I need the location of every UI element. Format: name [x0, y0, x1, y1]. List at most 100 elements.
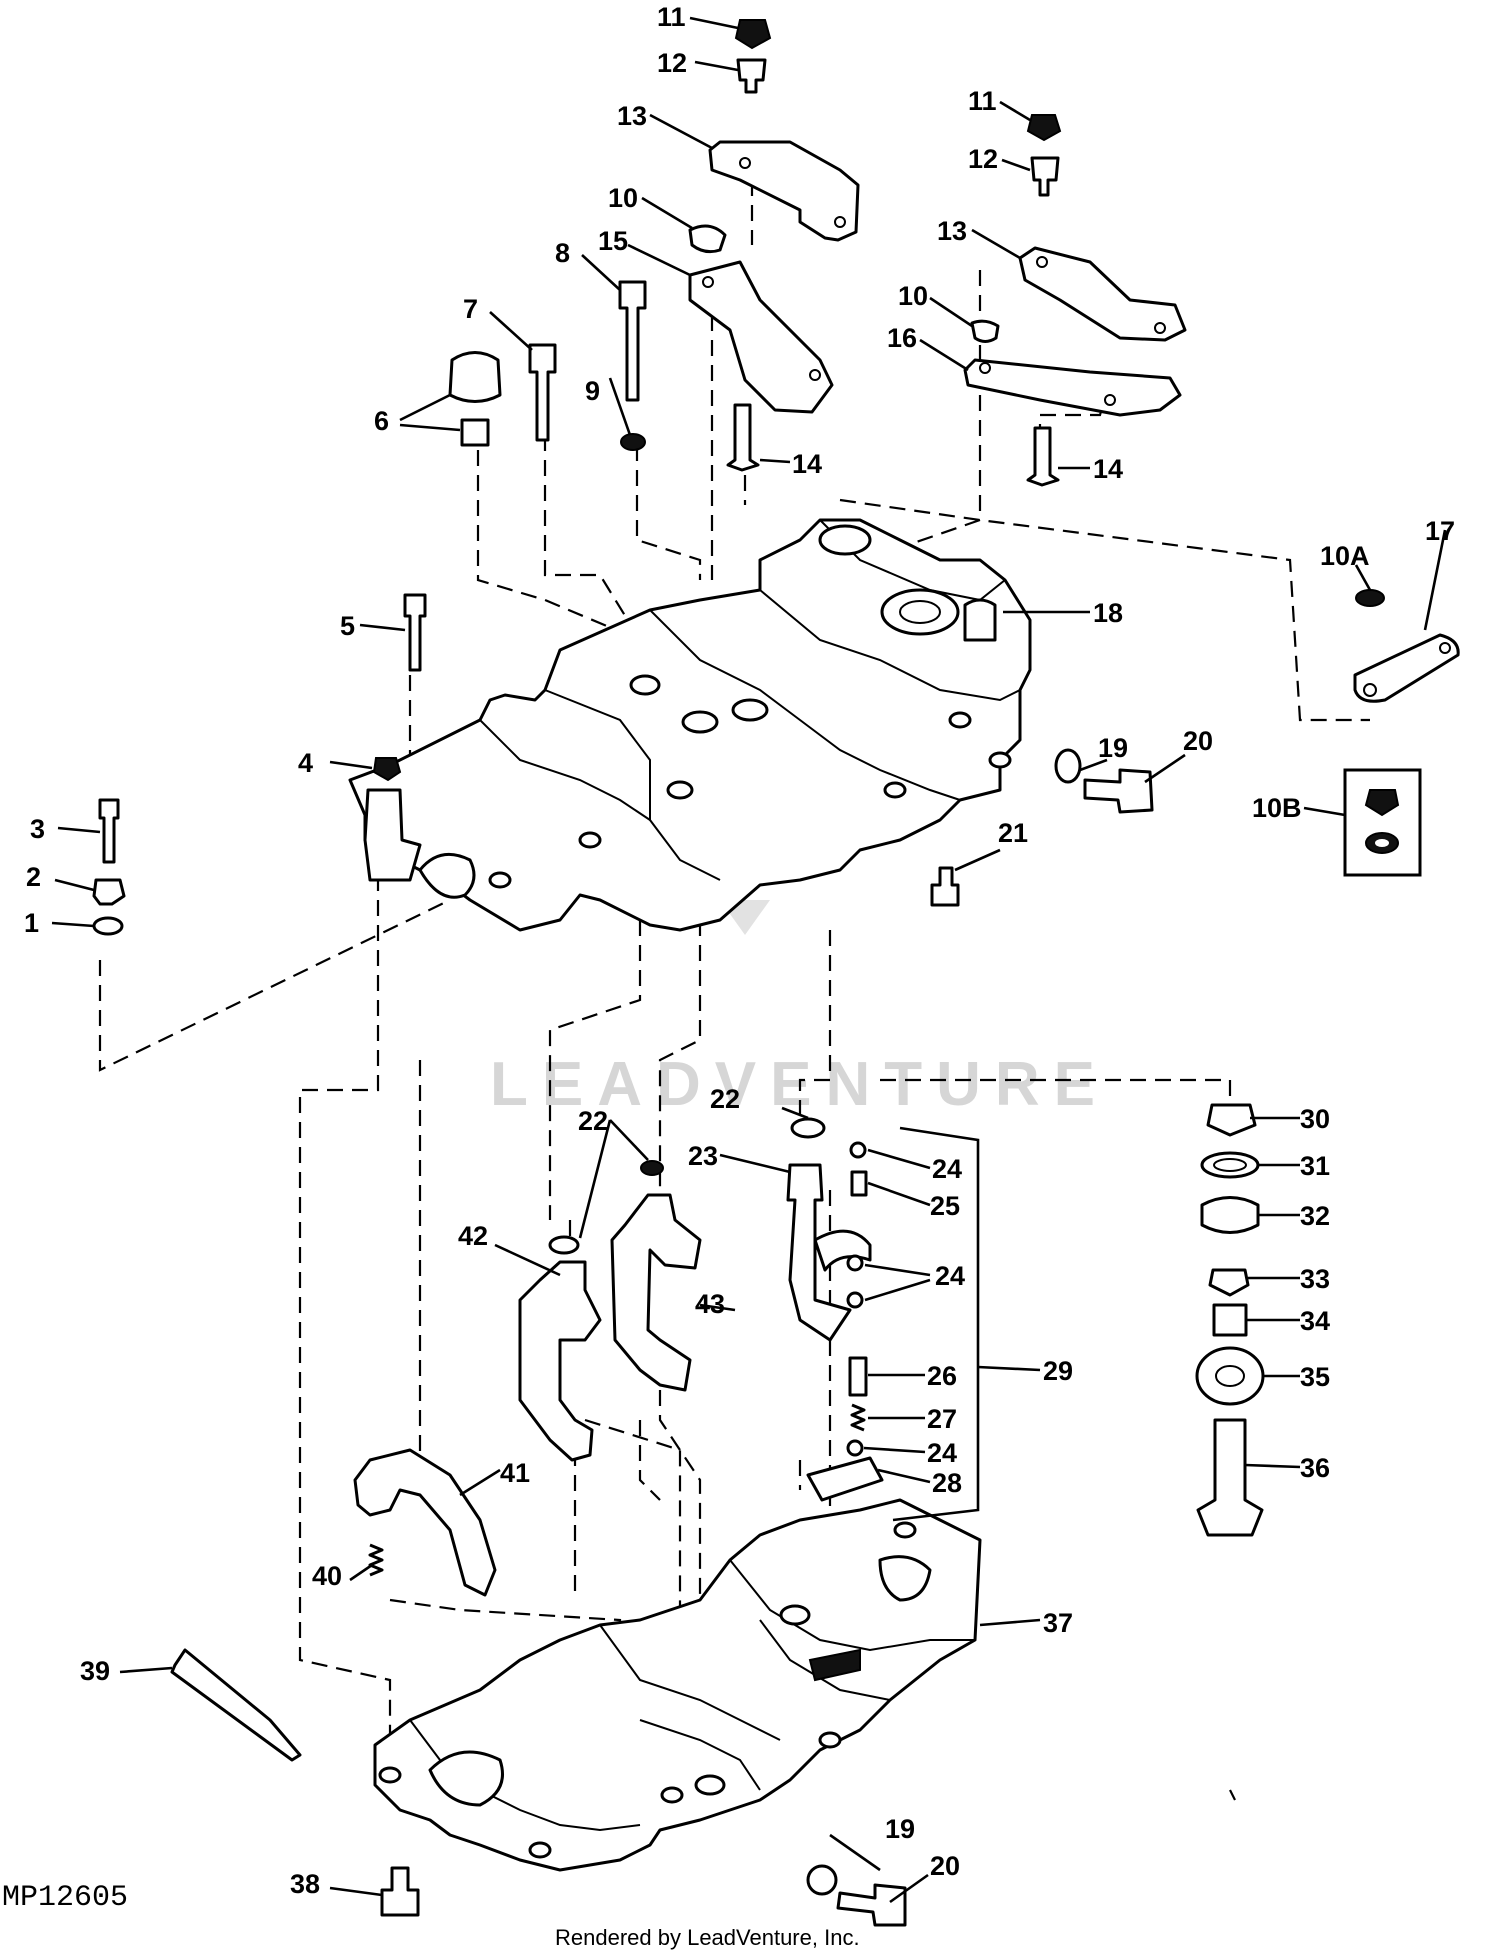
ball-24-c	[846, 1291, 864, 1309]
pin-25	[850, 1170, 868, 1197]
callout-22-right: 22	[710, 1084, 740, 1114]
callout-20-bottom: 20	[930, 1851, 960, 1881]
callout-15: 15	[598, 226, 628, 256]
washer-10a	[1355, 589, 1385, 607]
lower-transaxle-case	[373, 1498, 982, 1872]
callout-3: 3	[30, 814, 45, 844]
callout-2: 2	[26, 862, 41, 892]
callout-10b: 10B	[1252, 793, 1302, 823]
callout-10: 10	[608, 183, 638, 213]
callout-19-bottom: 19	[885, 1814, 915, 1844]
pin-14-right	[1026, 426, 1060, 487]
bearing-35	[1195, 1346, 1265, 1406]
bushing-6	[460, 418, 490, 447]
clip-10	[688, 224, 727, 254]
callout-10a: 10A	[1320, 541, 1370, 571]
callout-31: 31	[1300, 1151, 1330, 1181]
callout-40: 40	[312, 1561, 342, 1591]
callout-41: 41	[500, 1458, 530, 1488]
spacer-34	[1212, 1303, 1248, 1337]
lever-16	[963, 358, 1182, 417]
ball-24-d	[846, 1439, 864, 1457]
render-credit: Rendered by LeadVenture, Inc.	[555, 1925, 860, 1950]
lever-15	[688, 260, 834, 414]
callout-43: 43	[695, 1289, 725, 1319]
washer-1	[92, 916, 124, 936]
nut-11-right	[1026, 114, 1062, 142]
callout-42: 42	[458, 1221, 488, 1251]
callout-11: 11	[657, 2, 686, 32]
callout-20: 20	[1183, 726, 1213, 756]
callout-18: 18	[1093, 598, 1123, 628]
ball-24-a	[849, 1141, 867, 1159]
sealant-tube-39	[170, 1648, 302, 1762]
callout-12-right: 12	[968, 144, 998, 174]
mount-bracket	[363, 788, 422, 882]
watermark-text: LEADVENTURE	[490, 1050, 1109, 1119]
plug-20	[1083, 768, 1154, 814]
nut-11	[734, 19, 772, 50]
callout-27: 27	[927, 1404, 957, 1434]
bolt-21	[930, 866, 960, 907]
callout-11-right: 11	[968, 86, 997, 116]
link-17	[1353, 633, 1460, 703]
pin-26	[848, 1356, 868, 1397]
callout-37: 37	[1043, 1608, 1073, 1638]
washer-22-left-b	[640, 1160, 664, 1176]
callout-12: 12	[657, 48, 687, 78]
washer-22-left-a	[548, 1235, 580, 1255]
clip-10-right	[970, 319, 1000, 343]
callout-39: 39	[80, 1656, 110, 1686]
bolt-5	[403, 593, 427, 672]
callout-8: 8	[555, 238, 570, 268]
callout-24-c: 24	[927, 1438, 957, 1468]
callout-32: 32	[1300, 1201, 1330, 1231]
callout-33: 33	[1300, 1264, 1330, 1294]
bolt-7	[528, 343, 557, 442]
callout-36: 36	[1300, 1453, 1330, 1483]
callout-5: 5	[340, 611, 355, 641]
callout-24-b: 24	[935, 1261, 965, 1291]
shaft-36	[1196, 1418, 1264, 1537]
nut-4	[372, 757, 402, 782]
cap-6	[448, 351, 502, 403]
spring-40	[368, 1543, 384, 1577]
callout-6: 6	[374, 406, 389, 436]
callout-9: 9	[585, 376, 600, 406]
spring-27	[850, 1403, 866, 1432]
spacer-12-right	[1030, 156, 1060, 197]
hardware-parts	[92, 19, 1460, 1927]
callout-26: 26	[927, 1361, 957, 1391]
drawing-code: MP12605	[2, 1881, 128, 1915]
pin-14	[726, 403, 760, 472]
bolt-38	[380, 1866, 420, 1917]
arm-13	[708, 140, 860, 242]
callout-22-left: 22	[578, 1106, 608, 1136]
nut-33	[1208, 1268, 1250, 1297]
callout-17: 17	[1425, 516, 1455, 546]
callouts: 11 12 13 10 15 8 7 6 9 14 11 12 13 10 16…	[24, 2, 1455, 1899]
spacer-12	[736, 58, 767, 94]
callout-24-a: 24	[932, 1154, 962, 1184]
callout-23: 23	[688, 1141, 718, 1171]
nut-2	[92, 878, 126, 906]
leader-lines	[51, 16, 1447, 1904]
nut-30	[1206, 1103, 1257, 1137]
callout-19: 19	[1098, 733, 1128, 763]
callout-14-right: 14	[1093, 454, 1123, 484]
callout-25: 25	[930, 1191, 960, 1221]
washer-19	[1054, 748, 1082, 784]
detent-plate-28	[806, 1456, 884, 1502]
callout-34: 34	[1300, 1306, 1330, 1336]
fork-23	[813, 1229, 872, 1272]
washer-22-right	[790, 1117, 826, 1139]
plug-20-bottom	[836, 1883, 907, 1927]
bolt-3	[98, 798, 120, 864]
callout-35: 35	[1300, 1362, 1330, 1392]
bearing-32	[1200, 1196, 1260, 1234]
key-box-10b	[1343, 768, 1422, 877]
arm-13-right	[1018, 246, 1187, 342]
callout-16: 16	[887, 323, 917, 353]
callout-14: 14	[792, 449, 822, 479]
